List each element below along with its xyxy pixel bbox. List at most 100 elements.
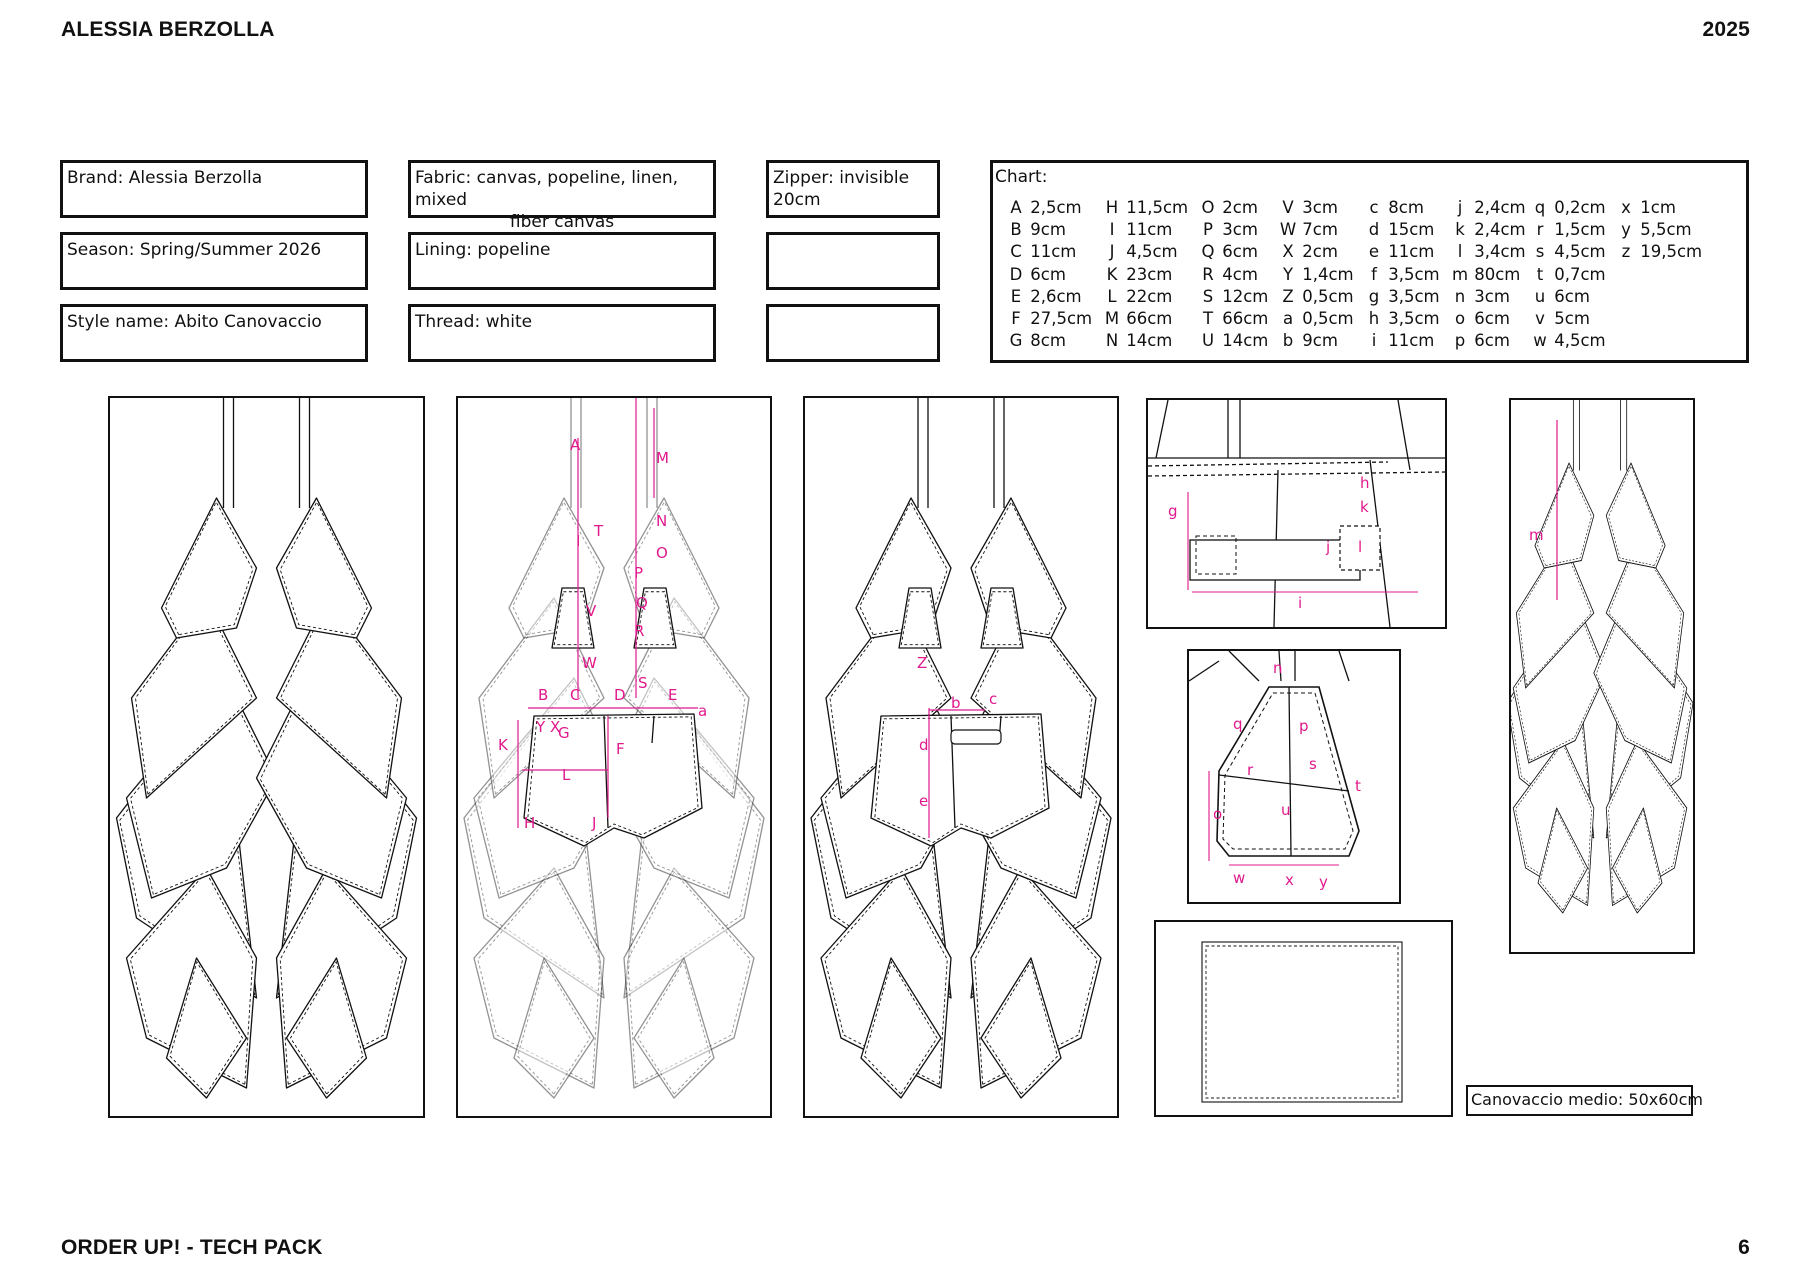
ruffle-panel	[898, 587, 942, 649]
measurement-label: p	[1299, 717, 1309, 735]
chart-entry: F 27,5cm	[1007, 308, 1103, 330]
stitch-line	[129, 681, 274, 896]
measurement-label: L	[562, 766, 571, 784]
chart-value: 6cm	[1469, 308, 1510, 328]
measurement-label: n	[1273, 659, 1283, 677]
stitch-line	[553, 591, 593, 646]
chart-key: v	[1535, 308, 1545, 328]
chart-key: o	[1454, 308, 1466, 328]
chart-key: V	[1282, 198, 1294, 217]
stitch-line	[900, 591, 940, 646]
chart-key: s	[1535, 242, 1545, 262]
measurement-label: M	[656, 449, 669, 467]
chart-key: W	[1279, 220, 1297, 240]
chart-entry: R 4cm	[1199, 264, 1279, 286]
stitch-line	[1608, 742, 1685, 904]
measurement-label: e	[919, 792, 928, 810]
chart-key: i	[1371, 331, 1377, 351]
chart-value: 0,5cm	[1297, 286, 1354, 306]
chart-entry: a 0,5cm	[1279, 308, 1365, 330]
sketch-line	[651, 715, 655, 744]
measurement-label: h	[1360, 474, 1370, 492]
measurement-label: C	[570, 686, 580, 704]
chart-entry: B 9cm	[1007, 219, 1103, 241]
chart-entry: N 14cm	[1103, 330, 1199, 352]
measurement-label: w	[1233, 869, 1245, 887]
chart-key: g	[1368, 286, 1380, 306]
chart-entry: D 6cm	[1007, 264, 1103, 286]
chart-entry: Z 0,5cm	[1279, 286, 1365, 308]
chart-entry: Y 1,4cm	[1279, 264, 1365, 286]
chart-value: 6cm	[1025, 264, 1066, 284]
page-number: 6	[1738, 1236, 1750, 1259]
chart-value: 3,4cm	[1469, 242, 1526, 262]
sketch-line	[1155, 400, 1169, 459]
ruffle-panel	[523, 713, 703, 847]
chart-key: F	[1011, 308, 1021, 328]
chart-value: 27,5cm	[1025, 308, 1093, 328]
measurement-label: G	[558, 724, 570, 742]
front-flat-sketch	[108, 396, 425, 1118]
chart-key: R	[1202, 264, 1214, 284]
ruffle-panel	[275, 497, 373, 639]
sketch-line	[1148, 461, 1389, 467]
stitch-line	[874, 716, 1046, 844]
sketch-line	[1228, 651, 1260, 682]
canvas-swatch-drawing	[1201, 941, 1403, 1103]
chart-key: y	[1621, 220, 1631, 240]
measurement-label: B	[538, 686, 548, 704]
chart-entry: P 3cm	[1199, 219, 1279, 241]
chart-value: 4,5cm	[1549, 331, 1606, 351]
measurement-label: T	[593, 522, 604, 540]
chart-value: 2cm	[1217, 198, 1258, 217]
chart-key: d	[1368, 220, 1380, 240]
measurement-label: X	[550, 718, 560, 736]
ruffle-panel	[633, 957, 715, 1099]
measurement-label: Z	[917, 654, 927, 672]
chart-key: j	[1457, 198, 1463, 217]
measurement-label: F	[616, 740, 625, 758]
chart-entry: E 2,6cm	[1007, 286, 1103, 308]
stitch-line	[864, 960, 938, 1095]
ruffle-panel	[1534, 462, 1595, 569]
chart-key: p	[1454, 331, 1466, 351]
belt-loop	[950, 729, 1002, 745]
chart-entry: p 6cm	[1451, 330, 1531, 352]
stitch-line	[527, 716, 699, 844]
chart-key: C	[1010, 242, 1022, 262]
chart-entry: X 2cm	[1279, 241, 1365, 263]
chart-entry: i 11cm	[1365, 330, 1451, 352]
chart-title: Chart:	[995, 167, 1048, 187]
stitch-line	[974, 871, 1098, 1086]
measurement-label: Q	[636, 594, 648, 612]
stitch-line	[259, 681, 404, 896]
chart-value: 2cm	[1297, 242, 1338, 262]
ruffle-panel	[551, 587, 595, 649]
chart-entry: f 3,5cm	[1365, 264, 1451, 286]
stitch-line	[1515, 600, 1605, 761]
side-dress-group	[1511, 400, 1693, 914]
chart-value: 5,5cm	[1635, 220, 1692, 240]
measurement-label: S	[638, 674, 648, 692]
style-name-field: Style name: Abito Canovaccio	[60, 304, 368, 362]
stitch-line	[1339, 525, 1381, 571]
measurement-label: r	[1247, 761, 1254, 779]
stitch-line	[279, 501, 369, 636]
stitch-line	[1536, 465, 1592, 566]
chart-value: 2,6cm	[1025, 286, 1082, 306]
chart-value: 2,4cm	[1469, 220, 1526, 240]
chart-entry: k 2,4cm	[1451, 219, 1531, 241]
chart-key: q	[1534, 198, 1546, 217]
chart-value: 23cm	[1121, 264, 1173, 284]
stitch-line	[1222, 692, 1354, 850]
chart-key: X	[1282, 242, 1294, 262]
ruffle-panel	[1593, 597, 1688, 764]
sketch-line	[1189, 660, 1220, 682]
chart-entry: d 15cm	[1365, 219, 1451, 241]
ruffle-panel	[980, 957, 1062, 1099]
